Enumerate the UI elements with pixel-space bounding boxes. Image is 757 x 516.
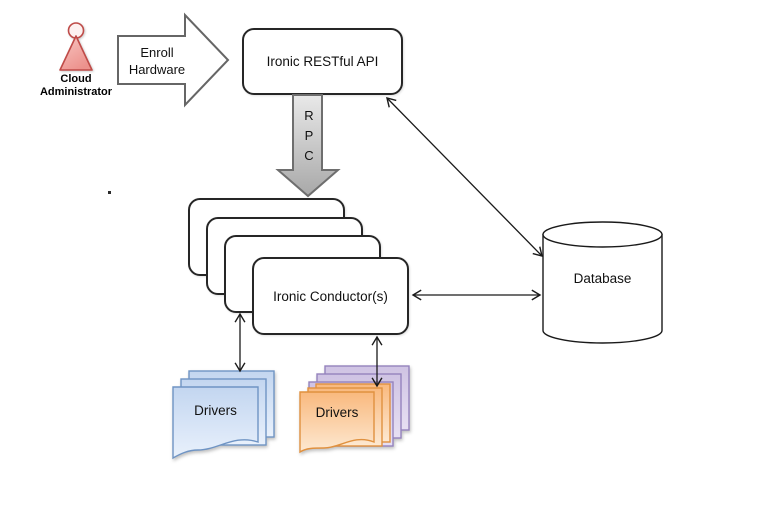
drivers-right-label: Drivers bbox=[316, 405, 359, 420]
enroll-label-line2: Hardware bbox=[129, 62, 185, 77]
blue-sheet-front bbox=[172, 386, 259, 460]
ironic-conductors-box: Ironic Conductor(s) bbox=[252, 257, 409, 335]
database-top bbox=[542, 221, 663, 248]
actor-label-line1: Cloud bbox=[60, 73, 92, 85]
actor-label: Cloud Administrator bbox=[26, 73, 126, 98]
actor-body bbox=[59, 35, 93, 71]
rpc-letter-p: P bbox=[305, 128, 314, 143]
database-cylinder: Database bbox=[542, 221, 663, 344]
enroll-arrow-shape bbox=[117, 12, 230, 108]
rpc-arrow-shape bbox=[275, 94, 341, 198]
enroll-hardware-arrow: Enroll Hardware bbox=[117, 12, 230, 108]
cloud-administrator-icon bbox=[59, 22, 93, 71]
rpc-letter-c: C bbox=[304, 148, 313, 163]
rpc-arrow: R P C bbox=[275, 94, 341, 198]
orange-sheet-front bbox=[299, 391, 375, 454]
drivers-stack-blue: Drivers bbox=[172, 370, 275, 460]
api-database-arrow bbox=[386, 97, 543, 257]
rpc-letter-r: R bbox=[304, 108, 313, 123]
api-label: Ironic RESTful API bbox=[266, 54, 379, 69]
drivers-stack-orange: Drivers bbox=[299, 365, 410, 454]
actor-label-line2: Administrator bbox=[39, 85, 113, 98]
database-label: Database bbox=[574, 271, 632, 286]
drivers-left-label: Drivers bbox=[194, 403, 237, 418]
conductors-label: Ironic Conductor(s) bbox=[273, 288, 388, 304]
database-body bbox=[542, 233, 663, 344]
stray-dot bbox=[108, 191, 111, 194]
enroll-label-line1: Enroll bbox=[140, 45, 173, 60]
ironic-restful-api-box: Ironic RESTful API bbox=[242, 28, 403, 95]
